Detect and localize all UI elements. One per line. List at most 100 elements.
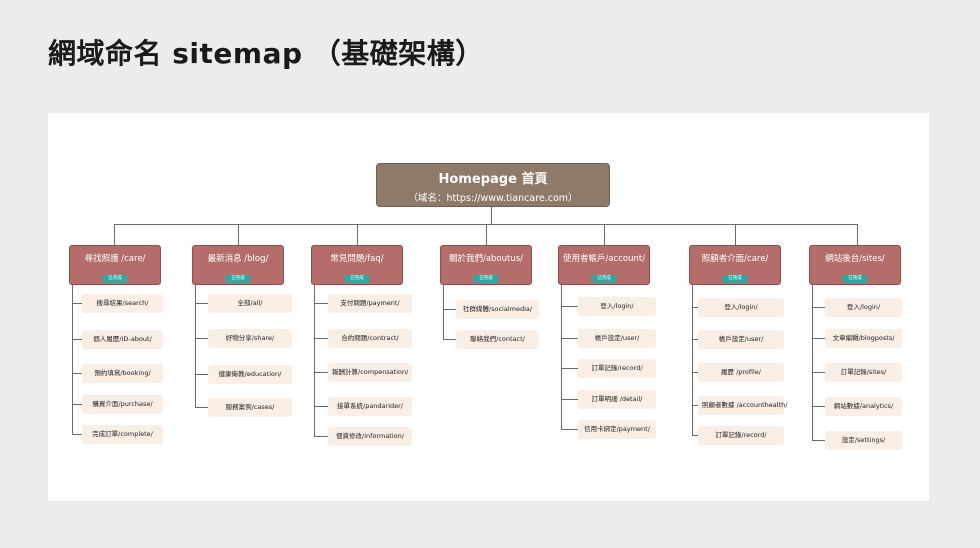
- child-branch: [195, 303, 208, 304]
- root-connector-horizontal: [114, 224, 857, 225]
- status-badge: 已完成: [225, 275, 251, 283]
- child-node-pandarider[interactable]: 接單系統/pandarider/: [328, 397, 412, 416]
- child-node-analytics[interactable]: 網站數據/analytics/: [825, 397, 902, 416]
- child-node-login[interactable]: 登入/login/: [825, 298, 902, 317]
- child-node-purchase[interactable]: 購買介面/purchase/: [82, 395, 163, 414]
- child-node-complete[interactable]: 完成訂單/complete/: [82, 425, 163, 444]
- child-branch: [72, 373, 82, 374]
- child-branch: [72, 303, 82, 304]
- child-node-booking[interactable]: 預約填寫/booking/: [82, 364, 163, 383]
- child-node-id-about[interactable]: 個人履歷/ID-about/: [82, 330, 163, 349]
- child-branch: [443, 309, 456, 310]
- child-node-record[interactable]: 訂單記錄/record/: [578, 359, 656, 378]
- child-node-socialmedia[interactable]: 社群媒體/socialmedia/: [456, 300, 539, 319]
- child-spine: [195, 285, 196, 407]
- child-spine: [692, 285, 693, 435]
- child-node-share[interactable]: 好物分享/share/: [208, 329, 292, 348]
- child-node-compensation[interactable]: 報酬計算/compensation/: [328, 363, 412, 382]
- section-title: 尋找照護 /care/: [84, 254, 146, 264]
- child-node-login[interactable]: 登入/login/: [578, 297, 656, 316]
- child-node-all[interactable]: 全部/all/: [208, 294, 292, 313]
- child-branch: [812, 406, 825, 407]
- status-badge: 已完成: [102, 275, 128, 283]
- section-title: 常見問題/faq/: [330, 254, 384, 264]
- section-connector: [604, 224, 605, 245]
- section-connector: [735, 224, 736, 245]
- section-node-account[interactable]: 使用者帳戶/account/已完成: [558, 245, 650, 285]
- root-title: Homepage 首頁: [438, 172, 548, 187]
- child-node-search[interactable]: 搜尋結果/search/: [82, 294, 163, 313]
- child-branch: [812, 307, 825, 308]
- child-branch: [72, 434, 82, 435]
- root-subtitle: （域名：https://www.tiancare.com）: [408, 193, 578, 204]
- child-node-profile[interactable]: 履歷 /profile/: [698, 363, 784, 382]
- section-title: 關於我們/aboutus/: [448, 254, 524, 264]
- child-branch: [314, 436, 328, 437]
- status-badge: 已完成: [591, 275, 617, 283]
- root-connector-vertical: [491, 206, 492, 224]
- child-branch: [72, 339, 82, 340]
- child-branch: [443, 339, 456, 340]
- child-node-login[interactable]: 登入/login/: [698, 298, 784, 317]
- child-branch: [561, 338, 578, 339]
- section-node-care[interactable]: 尋找照護 /care/已完成: [69, 245, 161, 285]
- child-branch: [314, 372, 328, 373]
- child-branch: [692, 307, 698, 308]
- section-connector: [114, 224, 115, 245]
- section-node-sites[interactable]: 網站後台/sites/已完成: [809, 245, 901, 285]
- child-node-cases[interactable]: 服務案例/cases/: [208, 398, 292, 417]
- child-branch: [314, 406, 328, 407]
- child-node-user[interactable]: 帳戶設定/user/: [578, 329, 656, 348]
- child-branch: [561, 429, 578, 430]
- child-node-payment[interactable]: 支付問題/payment/: [328, 294, 412, 313]
- child-branch: [561, 399, 578, 400]
- page-title: 網域命名 sitemap （基礎架構）: [48, 37, 484, 70]
- child-node-contract[interactable]: 合約問題/contract/: [328, 329, 412, 348]
- child-branch: [195, 338, 208, 339]
- section-title: 使用者帳戶/account/: [562, 254, 646, 264]
- child-branch: [314, 338, 328, 339]
- status-badge: 已完成: [842, 275, 868, 283]
- child-branch: [314, 303, 328, 304]
- child-branch: [692, 435, 698, 436]
- child-node-information[interactable]: 個資修改/information/: [328, 427, 412, 446]
- section-node-blog[interactable]: 最新消息 /blog/已完成: [192, 245, 284, 285]
- child-branch: [561, 368, 578, 369]
- child-branch: [195, 407, 208, 408]
- section-title: 網站後台/sites/: [825, 254, 885, 264]
- child-node-contact[interactable]: 聯絡我們/contact/: [456, 330, 539, 349]
- child-node-payment[interactable]: 信用卡綁定/payment/: [578, 420, 656, 439]
- child-branch: [692, 405, 698, 406]
- child-branch: [812, 372, 825, 373]
- child-branch: [195, 374, 208, 375]
- section-connector: [486, 224, 487, 245]
- child-node-user[interactable]: 帳戶設定/user/: [698, 330, 784, 349]
- child-branch: [561, 306, 578, 307]
- status-badge: 已完成: [473, 275, 499, 283]
- sitemap-canvas: Homepage 首頁 （域名：https://www.tiancare.com…: [48, 113, 929, 501]
- section-connector: [238, 224, 239, 245]
- child-node-record[interactable]: 訂單記錄/record/: [698, 426, 784, 445]
- child-node-blogposts[interactable]: 文章編輯/blogposts/: [825, 329, 902, 348]
- child-node-accounthealth[interactable]: 照顧者數據 /accounthealth/: [698, 396, 787, 415]
- section-node-care[interactable]: 照顧者介面/care/已完成: [689, 245, 781, 285]
- child-node-settings[interactable]: 設定/settings/: [825, 431, 902, 450]
- section-connector: [857, 224, 858, 245]
- child-branch: [692, 372, 698, 373]
- section-connector: [357, 224, 358, 245]
- child-spine: [443, 285, 444, 339]
- child-node-detail[interactable]: 訂單明細 /detail/: [578, 390, 656, 409]
- section-title: 最新消息 /blog/: [207, 254, 269, 264]
- child-spine: [72, 285, 73, 434]
- child-node-sites[interactable]: 訂單記錄/sites/: [825, 363, 902, 382]
- child-spine: [314, 285, 315, 436]
- child-spine: [561, 285, 562, 429]
- child-node-education[interactable]: 健康衛教/education/: [208, 365, 292, 384]
- child-spine: [812, 285, 813, 440]
- section-node-faq[interactable]: 常見問題/faq/已完成: [311, 245, 403, 285]
- root-node-homepage[interactable]: Homepage 首頁 （域名：https://www.tiancare.com…: [376, 163, 610, 207]
- status-badge: 已完成: [722, 275, 748, 283]
- section-node-aboutus[interactable]: 關於我們/aboutus/已完成: [440, 245, 532, 285]
- section-title: 照顧者介面/care/: [701, 254, 769, 264]
- child-branch: [812, 338, 825, 339]
